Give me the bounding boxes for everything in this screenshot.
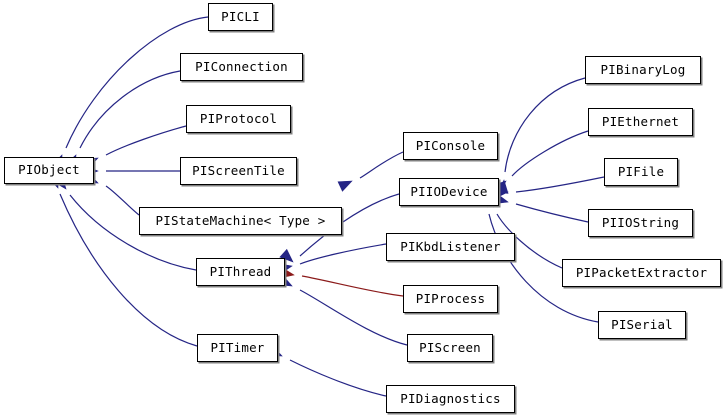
edge-piiostring-to-piiodevice [515, 203, 589, 223]
class-node-label: PIProtocol [199, 110, 278, 126]
class-node-picli[interactable]: PICLI [208, 3, 273, 31]
edge-piprocess-to-pithread [301, 275, 404, 297]
edge-pidiagnostics-to-pitimer [289, 359, 387, 397]
class-node-piprotocol[interactable]: PIProtocol [186, 105, 291, 133]
class-node-label: PIStateMachine< Type > [155, 212, 326, 228]
class-node-piconsole[interactable]: PIConsole [403, 132, 498, 160]
class-node-label: PIObject [18, 162, 80, 178]
class-node-label: PIIODevice [410, 183, 488, 199]
class-node-label: PIBinaryLog [600, 61, 686, 77]
class-node-label: PISerial [611, 316, 673, 332]
class-node-label: PIConnection [195, 58, 288, 74]
edge-piconsole-to-piiodevice [359, 151, 404, 179]
edge-piconnection-to-piobject [79, 70, 181, 149]
class-node-label: PIKbdListener [400, 238, 501, 254]
class-node-label: PIDiagnostics [400, 390, 501, 406]
class-node-piscreentile[interactable]: PIScreenTile [180, 157, 297, 185]
edge-piprotocol-to-piobject [105, 125, 187, 156]
class-node-pidiagnostics[interactable]: PIDiagnostics [386, 385, 515, 413]
class-node-piiostring[interactable]: PIIOString [588, 209, 693, 237]
class-node-label: PIThread [209, 263, 272, 279]
class-node-label: PIEthernet [601, 113, 680, 129]
class-node-label: PIScreen [419, 339, 481, 355]
class-node-label: PITimer [210, 339, 265, 355]
class-node-pipacketextractor[interactable]: PIPacketExtractor [562, 259, 721, 287]
edge-piethernet-to-piiodevice [511, 130, 589, 177]
class-node-pibinarylog[interactable]: PIBinaryLog [585, 56, 701, 84]
class-node-label: PIPacketExtractor [575, 264, 708, 280]
class-node-pitimer[interactable]: PITimer [197, 334, 278, 362]
edge-piscreen-to-pithread [299, 289, 408, 346]
class-node-piiodevice[interactable]: PIIODevice [399, 178, 499, 206]
class-node-piserial[interactable]: PISerial [598, 311, 686, 339]
arrowhead-pibinarylog-to-piiodevice [497, 179, 509, 194]
class-node-label: PICLI [221, 8, 260, 24]
edge-pistatemachine-to-piobject [105, 185, 140, 216]
class-node-pistatemachine[interactable]: PIStateMachine< Type > [139, 207, 342, 235]
class-node-piobject[interactable]: PIObject [4, 157, 94, 184]
edge-pikbdlistener-to-pithread [299, 243, 387, 265]
arrowhead-piconsole-to-piiodevice [337, 180, 353, 192]
class-node-pikbdlistener[interactable]: PIKbdListener [386, 233, 515, 261]
class-node-piprocess[interactable]: PIProcess [403, 285, 498, 313]
class-node-label: PIFile [617, 163, 665, 179]
class-node-piconnection[interactable]: PIConnection [180, 53, 303, 81]
class-node-piscreen[interactable]: PIScreen [407, 334, 493, 362]
class-node-label: PIProcess [415, 290, 486, 306]
edge-pibinarylog-to-piiodevice [504, 77, 586, 173]
class-node-pifile[interactable]: PIFile [604, 158, 678, 186]
class-node-label: PIIOString [601, 214, 680, 230]
class-node-pithread[interactable]: PIThread [196, 258, 285, 286]
class-node-label: PIScreenTile [192, 162, 285, 178]
class-node-piethernet[interactable]: PIEthernet [588, 108, 693, 136]
edge-pifile-to-piiodevice [515, 176, 605, 193]
class-node-label: PIConsole [415, 137, 486, 153]
